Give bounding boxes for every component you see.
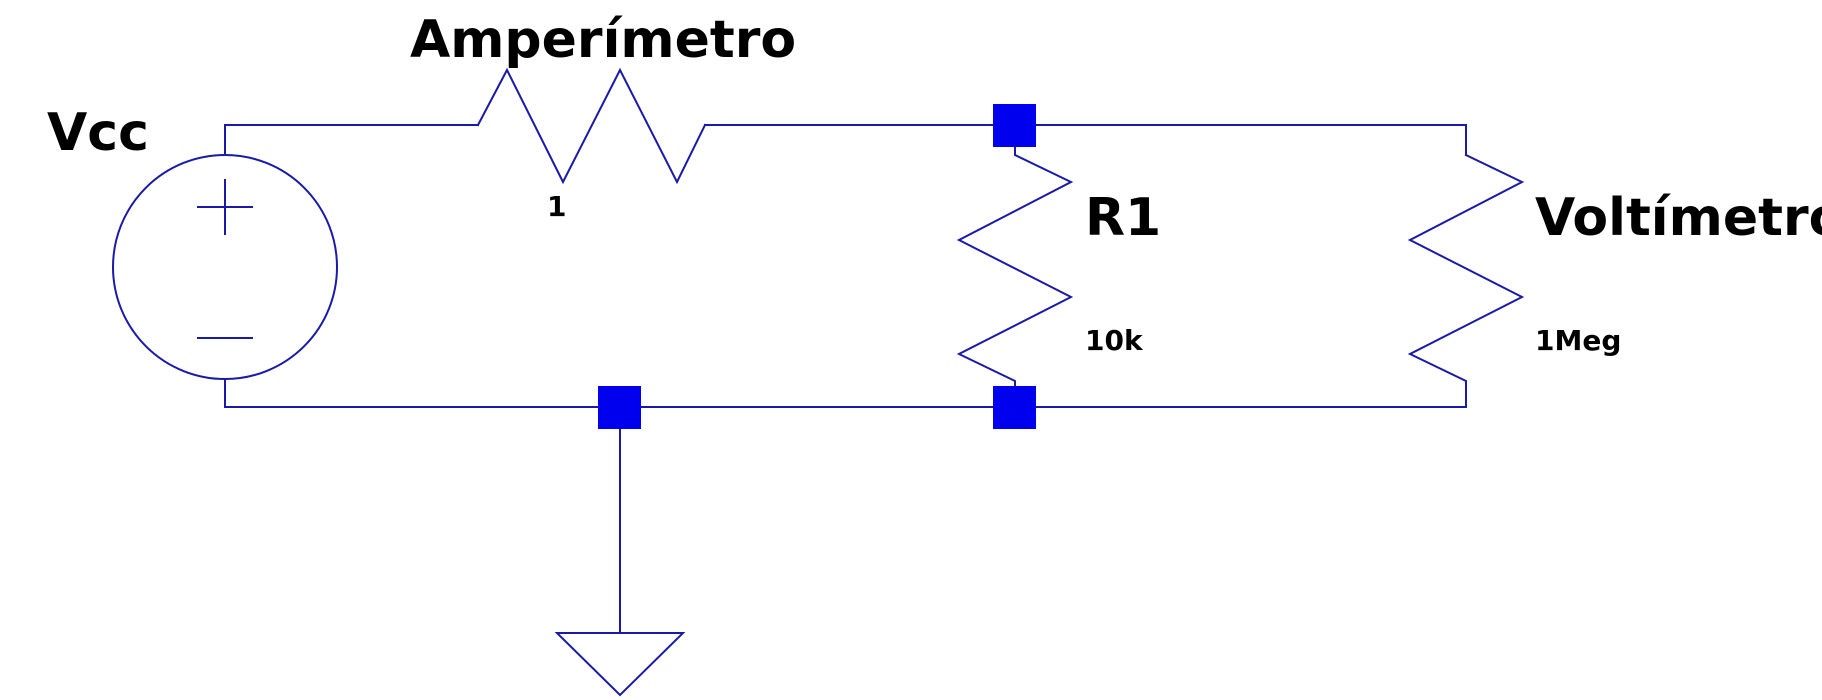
wire-source-to-ammeter	[224, 124, 479, 156]
junction-top[interactable]	[993, 104, 1036, 147]
voltmeter-label: Voltímetro	[1535, 188, 1822, 248]
plus-icon	[197, 179, 253, 235]
r1-value: 10k	[1085, 324, 1144, 357]
voltmeter-value: 1Meg	[1535, 324, 1621, 357]
voltmeter-resistor[interactable]	[1407, 153, 1525, 408]
voltage-source-vcc[interactable]	[112, 154, 338, 380]
r1-resistor[interactable]	[956, 124, 1074, 408]
ammeter-resistor[interactable]	[476, 67, 707, 185]
wire-bottom-rail	[224, 378, 1467, 408]
junction-ground[interactable]	[598, 386, 641, 429]
ground-icon	[554, 632, 686, 697]
wire-top-node-to-voltmeter	[1014, 124, 1467, 156]
ammeter-label: Amperímetro	[410, 10, 796, 70]
r1-label: R1	[1085, 188, 1161, 248]
ammeter-value: 1	[547, 190, 566, 223]
junction-bottom[interactable]	[993, 386, 1036, 429]
vcc-label: Vcc	[47, 103, 149, 163]
